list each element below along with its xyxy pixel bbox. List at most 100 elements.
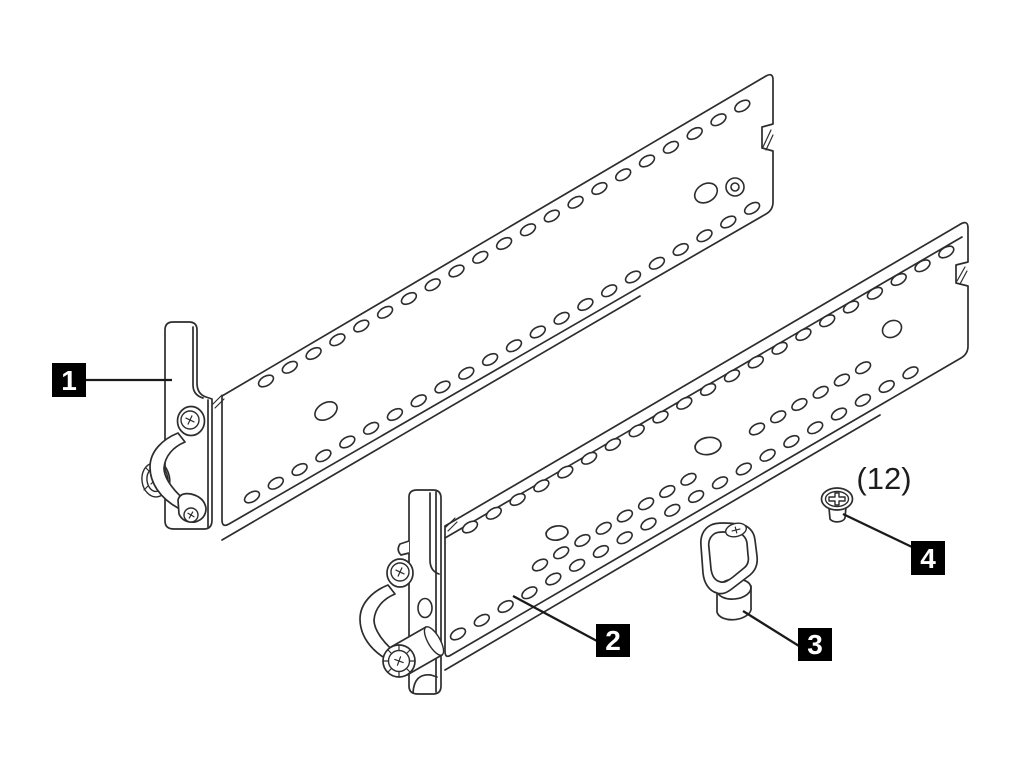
rail-hole	[424, 278, 441, 292]
rail-left-face	[221, 73, 774, 527]
rail-left-bottom-hole-row	[243, 201, 761, 504]
rail-left-bottom-flange	[221, 295, 641, 541]
callout-3-leader	[742, 610, 800, 647]
screw-phillips-cross	[828, 492, 846, 506]
rail-hole	[472, 250, 489, 264]
rail-hole	[577, 297, 594, 312]
rail-hole	[557, 465, 574, 479]
rail-hole	[497, 599, 514, 614]
rail-hole	[305, 346, 322, 361]
rail-hole	[771, 341, 788, 355]
rail-hole	[648, 256, 666, 270]
rail-hole	[878, 379, 895, 394]
bracket-right	[359, 489, 445, 695]
rail-hole	[640, 517, 657, 531]
rail-hole	[580, 451, 598, 465]
rail-hole	[686, 126, 703, 141]
rail-hole	[243, 490, 261, 504]
rail-hole	[339, 435, 356, 449]
rail-hole	[509, 492, 526, 507]
rail-hole	[362, 421, 380, 435]
bracket-left-hook-line	[192, 326, 204, 399]
rail-hole	[473, 613, 491, 627]
rail-right-plug-small	[545, 524, 569, 542]
rail-right-bottom-flange	[444, 414, 881, 671]
rail-hole	[806, 421, 824, 435]
rail-hole	[748, 422, 766, 436]
rail-hole	[531, 558, 549, 572]
rail-right-large-hole	[881, 319, 903, 339]
rail-hole	[505, 339, 523, 353]
rail-hole	[676, 396, 693, 410]
rail-hole	[553, 311, 570, 325]
callouts: 1 2 3 4	[52, 363, 945, 661]
callout-1-box	[52, 363, 86, 397]
rail-hole	[543, 209, 561, 223]
rail-hole	[833, 373, 851, 387]
rail-right-middle-hole-row	[531, 472, 697, 572]
rail-hole	[595, 521, 612, 535]
bracket-right-bottom-notch	[412, 673, 438, 694]
rail-hole	[624, 270, 642, 284]
rail-hole	[592, 544, 610, 559]
rail-hole	[604, 437, 622, 452]
callout-2-label: 2	[605, 625, 621, 656]
rail-hole	[519, 223, 537, 237]
rail-left-large-hole	[314, 400, 338, 422]
rail-hole	[329, 333, 346, 347]
rail-hole	[386, 407, 404, 422]
rail-hole	[769, 410, 787, 424]
rail-left	[212, 73, 774, 541]
rail-hole	[759, 448, 776, 462]
rail-hole	[652, 410, 669, 424]
rail-hole	[818, 314, 836, 328]
rail-hole	[854, 393, 872, 407]
rail-hole	[616, 509, 634, 523]
screw-quantity-label: (12)	[856, 461, 911, 496]
rail-hole	[664, 503, 681, 517]
callout-4-label: 4	[920, 543, 936, 574]
rail-left-top-hole-row	[257, 99, 751, 388]
rail-hole	[591, 181, 608, 196]
rail-hole	[747, 355, 765, 369]
rail-hole	[616, 531, 633, 545]
rail-hole	[521, 586, 538, 600]
callout-3-label: 3	[807, 629, 823, 660]
rail-hole	[711, 476, 729, 490]
callout-2-leader	[512, 594, 598, 643]
rail-hole	[568, 558, 586, 572]
rail-hole	[699, 382, 717, 397]
rail-hole	[854, 361, 872, 375]
rail-hole	[449, 627, 467, 641]
rail-right	[444, 221, 969, 671]
rail-hole	[723, 369, 741, 383]
latch-pivot-screw-left-cross	[185, 415, 195, 425]
latch-pivot-screw-right-cross	[395, 567, 405, 577]
rail-hole	[533, 479, 550, 493]
rail-hole	[842, 300, 860, 314]
rail-hole	[628, 424, 645, 438]
rail-hole	[461, 520, 479, 534]
rail-hole	[720, 215, 737, 229]
callout-1-label: 1	[61, 365, 77, 396]
rail-hole	[866, 286, 884, 300]
rail-hole	[448, 264, 465, 278]
rail-hole	[567, 195, 584, 209]
rail-hole	[545, 572, 562, 586]
rail-left-large-hole	[693, 182, 719, 204]
rail-hole	[687, 489, 705, 504]
bracket-right-plate-hole	[417, 597, 433, 619]
rail-left-corner-hatch	[212, 394, 225, 409]
rail-hole	[485, 506, 503, 520]
rail-left-notch-hatch	[762, 129, 774, 151]
bracket-right-hook-line	[429, 492, 440, 575]
rail-hole	[410, 394, 427, 408]
screw-part: (12)	[820, 461, 912, 523]
rail-hole	[353, 319, 370, 333]
rail-hole	[812, 385, 829, 399]
rail-hole	[710, 113, 727, 127]
rail-hole	[315, 449, 332, 463]
callout-4-box	[911, 541, 945, 575]
rail-hole	[638, 154, 656, 168]
rail-left-rivet-center	[730, 182, 740, 192]
